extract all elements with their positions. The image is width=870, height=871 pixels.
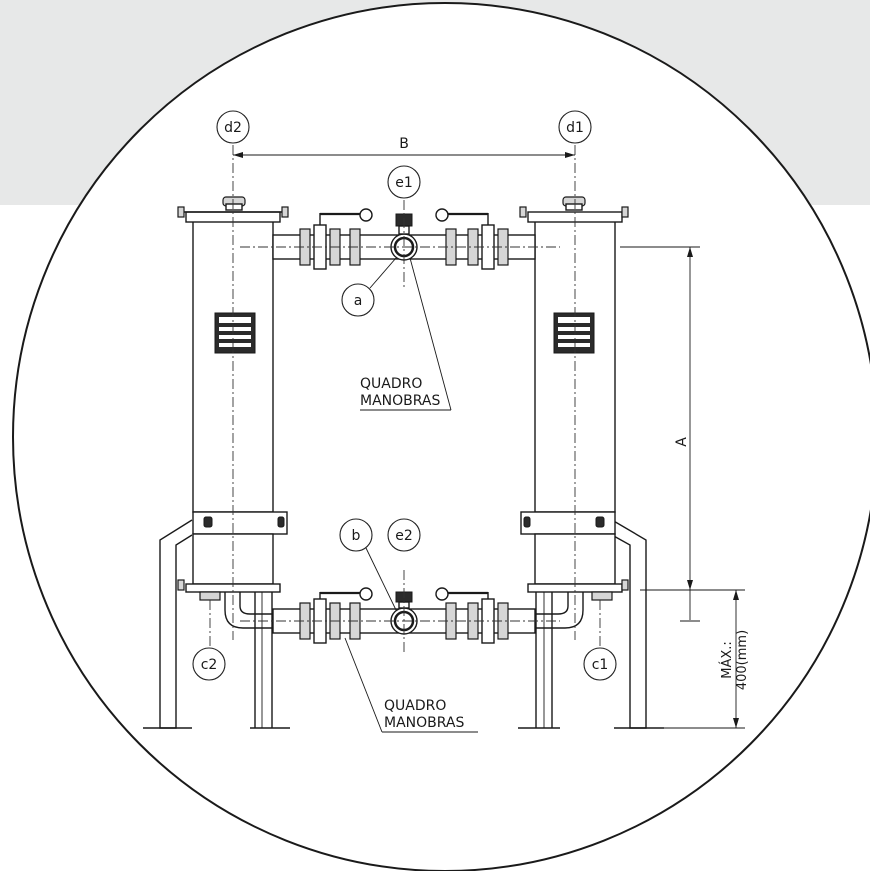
callout-d1-label: d1: [566, 120, 584, 136]
callout-c1: c1: [583, 647, 617, 681]
callout-d2: d2: [216, 110, 250, 144]
callout-e2: e2: [387, 518, 421, 552]
quadro-top-annotation: QUADRO MANOBRAS: [360, 257, 452, 411]
max-label-line2: 400(mm): [735, 630, 750, 690]
detail-circle: [12, 2, 870, 871]
callout-b: b: [339, 518, 397, 611]
quadro-bottom-annotation: QUADRO MANOBRAS: [344, 637, 478, 733]
callout-c1-label: c1: [592, 657, 609, 673]
dim-b-label: B: [399, 136, 409, 152]
quadro-bottom-line2: MANOBRAS: [384, 715, 464, 731]
callout-e2-label: e2: [395, 528, 413, 544]
quadro-top-line2: MANOBRAS: [360, 393, 440, 409]
callout-e1: e1: [387, 165, 421, 199]
callout-c2: c2: [192, 647, 226, 681]
quadro-top-line1: QUADRO: [360, 376, 422, 392]
callout-d1: d1: [558, 110, 592, 144]
quadro-bottom-line1: QUADRO: [384, 698, 446, 714]
callout-c2-label: c2: [201, 657, 218, 673]
callout-a: a: [341, 257, 397, 317]
dimension-max: MÁX.: 400(mm): [664, 590, 750, 729]
centerlines: [209, 145, 601, 655]
callout-b-label: b: [352, 528, 361, 544]
dimension-b: B: [233, 136, 575, 158]
callout-d2-label: d2: [224, 120, 242, 136]
dim-a-label: A: [674, 437, 690, 447]
callout-e1-label: e1: [395, 175, 413, 191]
callout-a-label: a: [354, 293, 363, 309]
dimension-a: A: [620, 246, 745, 622]
max-label-line1: MÁX.:: [719, 641, 735, 679]
